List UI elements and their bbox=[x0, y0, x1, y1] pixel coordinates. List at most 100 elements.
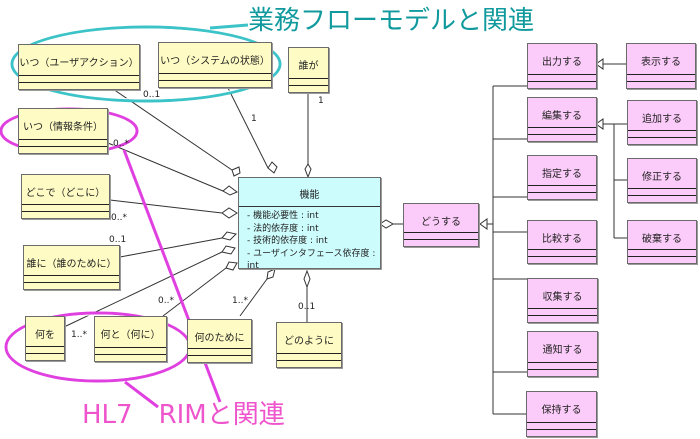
generalization-arrow-icon bbox=[479, 218, 488, 230]
class-who[interactable]: 誰が bbox=[288, 47, 329, 93]
divider bbox=[277, 353, 341, 360]
divider bbox=[24, 275, 119, 282]
divider bbox=[188, 348, 251, 355]
divider bbox=[19, 146, 107, 153]
assoc-user-action bbox=[112, 88, 233, 171]
multiplicity-info-condition: 0..* bbox=[113, 139, 129, 149]
divider bbox=[527, 422, 596, 429]
class-name: 編集する bbox=[542, 111, 582, 122]
divider bbox=[528, 74, 596, 81]
assoc-system-state bbox=[227, 87, 269, 169]
class-name: 指定する bbox=[542, 169, 582, 180]
divider bbox=[24, 282, 119, 289]
class-name: 修正する bbox=[642, 172, 682, 183]
attribute: - ユーザインタフェース依存度 : int bbox=[247, 248, 376, 272]
divider bbox=[404, 232, 478, 239]
class-display[interactable]: 表示する bbox=[626, 43, 696, 89]
class-compare[interactable]: 比較する bbox=[527, 220, 597, 264]
business-flow-pointer bbox=[209, 23, 249, 30]
divider bbox=[628, 256, 696, 263]
class-specify[interactable]: 指定する bbox=[527, 155, 597, 200]
divider bbox=[627, 74, 695, 81]
assoc-with-what bbox=[162, 267, 227, 317]
diamond-icon bbox=[222, 185, 238, 196]
class-when-info-condition[interactable]: いつ（情報条件） bbox=[18, 108, 108, 154]
class-name: 通知する bbox=[542, 345, 583, 356]
class-name: 保持する bbox=[541, 405, 582, 416]
class-what[interactable]: 何を bbox=[25, 316, 65, 361]
multiplicity-for-what: 1..* bbox=[232, 296, 248, 306]
diamond-icon bbox=[379, 219, 395, 229]
class-name: 誰が bbox=[298, 61, 319, 72]
rim-pointer-2 bbox=[124, 380, 159, 409]
attribute-list: - 機能必要性 : int - 法的依存度 : int - 技術的依存度 : i… bbox=[239, 206, 380, 275]
divider bbox=[628, 188, 696, 195]
multiplicity-who: 1 bbox=[318, 96, 324, 106]
class-for-whom[interactable]: 誰に（誰のために） bbox=[23, 245, 120, 290]
class-name: 何と（何に） bbox=[100, 330, 161, 341]
divider bbox=[26, 353, 64, 360]
multiplicity-what: 1..* bbox=[71, 330, 87, 340]
class-add[interactable]: 追加する bbox=[627, 100, 697, 145]
class-how[interactable]: どのように bbox=[276, 322, 342, 368]
class-where[interactable]: どこで（どこに） bbox=[21, 174, 110, 219]
hl7-rim-annotation: HL7 RIMと関連 bbox=[82, 400, 285, 430]
class-collect[interactable]: 収集する bbox=[527, 278, 598, 323]
diamond-icon bbox=[267, 161, 278, 174]
divider bbox=[528, 192, 596, 199]
class-notify[interactable]: 通知する bbox=[527, 331, 598, 377]
attribute: - 機能必要性 : int bbox=[247, 211, 319, 221]
divider bbox=[628, 195, 696, 202]
diamond-icon bbox=[225, 261, 238, 271]
class-retain[interactable]: 保持する bbox=[526, 391, 597, 437]
divider bbox=[95, 354, 166, 361]
class-name: 表示する bbox=[641, 57, 681, 68]
attribute: - 技術的依存度 : int bbox=[247, 236, 328, 246]
class-name: いつ（システムの状態） bbox=[160, 56, 270, 67]
class-name: 機能 bbox=[299, 190, 320, 201]
class-for-what[interactable]: 何のために bbox=[187, 319, 252, 363]
divider bbox=[528, 369, 597, 376]
divider bbox=[527, 429, 596, 436]
divider bbox=[159, 73, 271, 80]
class-when-system-state[interactable]: いつ（システムの状態） bbox=[158, 42, 272, 88]
divider bbox=[22, 204, 109, 211]
divider bbox=[19, 75, 139, 82]
business-flow-annotation: 業務フローモデルと関連 bbox=[248, 6, 535, 36]
class-name: 追加する bbox=[642, 114, 682, 125]
class-function[interactable]: 機能 - 機能必要性 : int - 法的依存度 : int - 技術的依存度 … bbox=[238, 177, 381, 271]
class-name: 何のために bbox=[194, 333, 245, 344]
assoc-where bbox=[109, 199, 223, 214]
generalization-arrow-icon bbox=[595, 58, 604, 70]
class-output[interactable]: 出力する bbox=[527, 43, 597, 89]
class-action[interactable]: どうする bbox=[403, 203, 479, 247]
divider bbox=[528, 134, 596, 141]
business-flow-highlight-inner bbox=[13, 28, 279, 100]
diamond-icon bbox=[221, 245, 236, 255]
multiplicity-how: 0..1 bbox=[298, 302, 316, 312]
diamond-icon bbox=[304, 163, 312, 179]
class-name: 破棄する bbox=[642, 234, 682, 245]
business-flow-highlight bbox=[10, 25, 282, 103]
class-name: いつ（情報条件） bbox=[23, 122, 103, 133]
class-name: 比較する bbox=[542, 234, 582, 245]
divider bbox=[628, 130, 696, 137]
divider bbox=[289, 78, 328, 85]
divider bbox=[528, 308, 597, 315]
divider bbox=[528, 185, 596, 192]
class-name: 収集する bbox=[542, 292, 583, 303]
generalization-arrow-icon bbox=[595, 118, 604, 130]
multiplicity-system-state: 1 bbox=[251, 114, 257, 124]
divider bbox=[528, 249, 596, 256]
class-modify[interactable]: 修正する bbox=[627, 158, 697, 203]
class-discard[interactable]: 破棄する bbox=[627, 220, 697, 264]
diamond-icon bbox=[303, 269, 311, 289]
divider bbox=[19, 82, 139, 89]
class-when-user-action[interactable]: いつ（ユーザアクション） bbox=[18, 44, 140, 90]
divider bbox=[188, 355, 251, 362]
class-name: 誰に（誰のために） bbox=[26, 259, 117, 270]
class-with-what[interactable]: 何と（何に） bbox=[94, 316, 167, 362]
assoc-for-whom bbox=[119, 237, 223, 258]
class-edit[interactable]: 編集する bbox=[527, 97, 597, 142]
attribute: - 法的依存度 : int bbox=[247, 223, 319, 234]
